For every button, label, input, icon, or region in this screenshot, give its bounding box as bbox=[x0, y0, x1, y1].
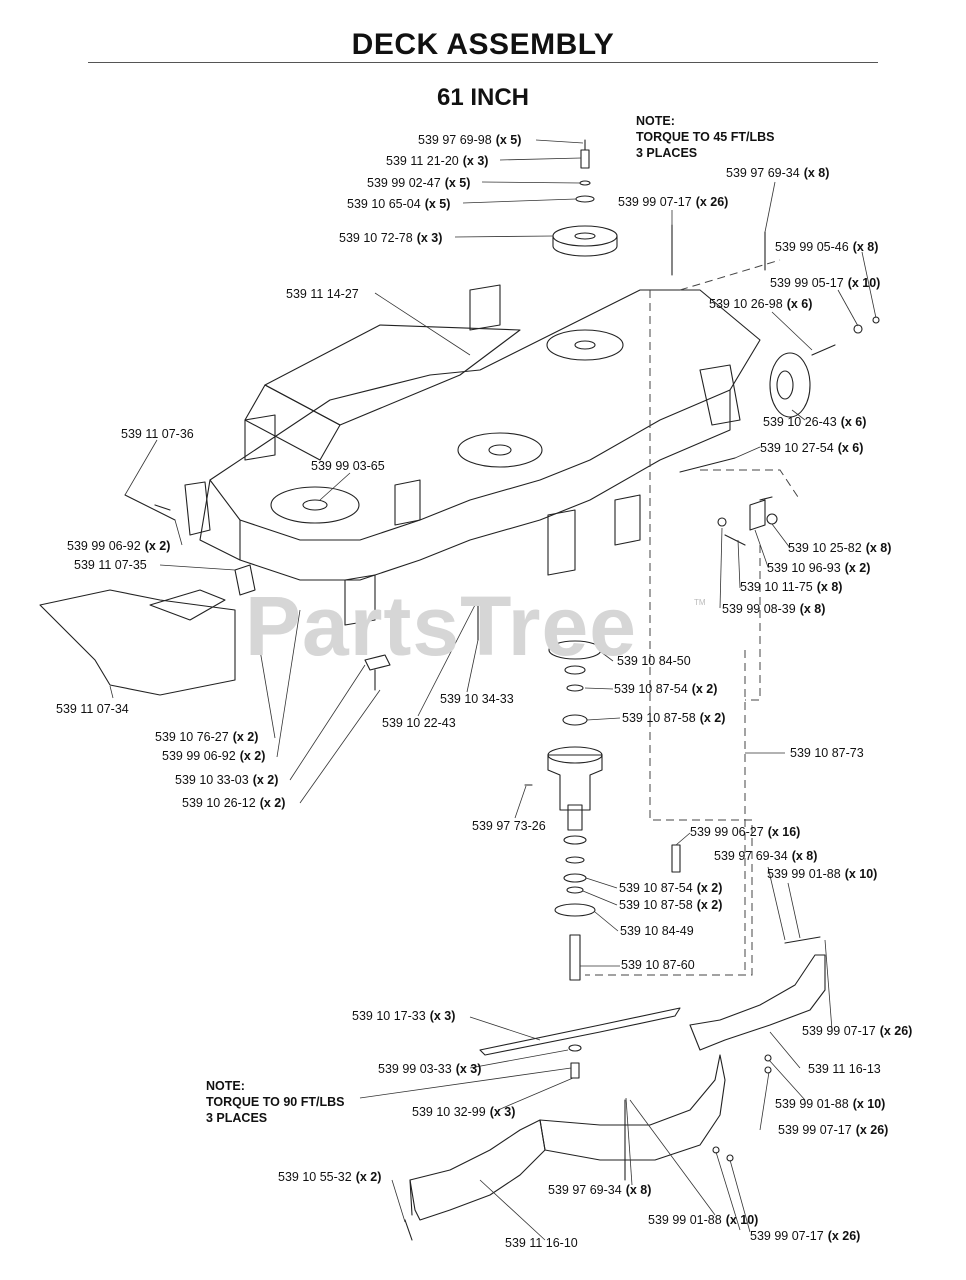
note-torque-90: NOTE: TORQUE TO 90 FT/LBS 3 PLACES bbox=[206, 1079, 345, 1125]
spindle-plate bbox=[548, 640, 602, 660]
part-callout: 539 99 05-46(x 8) bbox=[775, 240, 879, 254]
spindle-hole-left bbox=[270, 486, 360, 524]
part-callout: 539 99 06-27(x 16) bbox=[690, 825, 801, 839]
part-callout: 539 11 21-20(x 3) bbox=[386, 154, 489, 168]
part-callout: 539 10 87-54(x 2) bbox=[619, 881, 723, 895]
part-callout: 539 97 69-34(x 8) bbox=[714, 849, 818, 863]
page-title: DECK ASSEMBLY bbox=[351, 28, 615, 61]
part-callout: 539 99 02-47(x 5) bbox=[367, 176, 471, 190]
part-callout: 539 99 03-65 bbox=[311, 459, 385, 473]
part-callout: 539 10 87-60 bbox=[621, 958, 695, 972]
part-callout: 539 10 87-54(x 2) bbox=[614, 682, 718, 696]
part-callout: 539 97 69-34(x 8) bbox=[726, 166, 830, 180]
part-callout: 539 99 03-33(x 3) bbox=[378, 1062, 482, 1076]
part-callout: 539 10 55-32(x 2) bbox=[278, 1170, 382, 1184]
part-callout: 539 99 08-39(x 8) bbox=[722, 602, 826, 616]
part-callout: 539 99 01-88(x 10) bbox=[775, 1097, 886, 1111]
spindle-shaft bbox=[569, 934, 581, 981]
part-callout: 539 97 69-34(x 8) bbox=[548, 1183, 652, 1197]
part-callout: 539 10 87-58(x 2) bbox=[622, 711, 726, 725]
part-callout: 539 10 26-98(x 6) bbox=[709, 297, 813, 311]
part-callout: 539 10 87-58(x 2) bbox=[619, 898, 723, 912]
part-callout: 539 10 34-33 bbox=[440, 692, 514, 706]
part-callout: 539 10 33-03(x 2) bbox=[175, 773, 279, 787]
part-callout: 539 11 16-13 bbox=[808, 1062, 881, 1076]
title-rule bbox=[88, 62, 878, 63]
part-callout: 539 10 27-54(x 6) bbox=[760, 441, 864, 455]
belt-shield bbox=[264, 324, 521, 426]
discharge-chute bbox=[39, 589, 236, 696]
spindle-housing bbox=[547, 754, 603, 811]
deck-top-outline bbox=[209, 289, 761, 541]
part-callout: 539 10 65-04(x 5) bbox=[347, 197, 451, 211]
pulley bbox=[552, 225, 618, 247]
baffle-right bbox=[689, 954, 826, 1051]
part-callout: 539 99 05-17(x 10) bbox=[770, 276, 881, 290]
part-callout: 539 97 73-26 bbox=[472, 819, 546, 833]
part-callout: 539 10 11-75(x 8) bbox=[740, 580, 843, 594]
mower-blade bbox=[479, 1007, 681, 1056]
part-callout: 539 99 07-17(x 26) bbox=[750, 1229, 861, 1243]
part-callout: 539 99 06-92(x 2) bbox=[67, 539, 171, 553]
part-callout: 539 11 07-34 bbox=[56, 702, 129, 716]
part-callout: 539 10 26-43(x 6) bbox=[763, 415, 867, 429]
watermark-tm: TM bbox=[694, 598, 706, 607]
part-callout: 539 99 01-88(x 10) bbox=[648, 1213, 759, 1227]
part-callout: 539 99 01-88(x 10) bbox=[767, 867, 878, 881]
part-callout: 539 11 07-35 bbox=[74, 558, 147, 572]
part-callout: 539 10 76-27(x 2) bbox=[155, 730, 259, 744]
part-callout: 539 99 06-92(x 2) bbox=[162, 749, 266, 763]
part-callout: 539 11 14-27 bbox=[286, 287, 359, 301]
deck-front-skirt bbox=[239, 389, 731, 581]
part-callout: 539 97 69-98(x 5) bbox=[418, 133, 522, 147]
part-callout: 539 10 84-49 bbox=[620, 924, 694, 938]
part-callout: 539 10 84-50 bbox=[617, 654, 691, 668]
part-callout: 539 10 32-99(x 3) bbox=[412, 1105, 516, 1119]
baffle-left bbox=[409, 1119, 546, 1221]
spindle-washer-top bbox=[470, 597, 486, 605]
part-callout: 539 99 07-17(x 26) bbox=[778, 1123, 889, 1137]
part-callout: 539 11 07-36 bbox=[121, 427, 194, 441]
spindle-hole-center bbox=[457, 432, 543, 468]
note-torque-45: NOTE: TORQUE TO 45 FT/LBS 3 PLACES bbox=[636, 114, 775, 160]
part-callout: 539 10 96-93(x 2) bbox=[767, 561, 871, 575]
part-callout: 539 10 87-73 bbox=[790, 746, 864, 760]
page-subtitle: 61 INCH bbox=[436, 84, 530, 111]
part-callout: 539 11 16-10 bbox=[505, 1236, 578, 1250]
part-callout: 539 10 72-78(x 3) bbox=[339, 231, 443, 245]
spindle-hole-right bbox=[546, 329, 624, 361]
part-callout: 539 10 17-33(x 3) bbox=[352, 1009, 456, 1023]
part-callout: 539 99 07-17(x 26) bbox=[618, 195, 729, 209]
part-callout: 539 10 26-12(x 2) bbox=[182, 796, 286, 810]
gauge-wheel bbox=[769, 352, 811, 418]
part-callout: 539 99 07-17(x 26) bbox=[802, 1024, 913, 1038]
part-callout: 539 10 25-82(x 8) bbox=[788, 541, 892, 555]
part-callout: 539 10 22-43 bbox=[382, 716, 456, 730]
watermark: PartsTree bbox=[245, 579, 637, 673]
baffle-center bbox=[539, 1054, 726, 1161]
